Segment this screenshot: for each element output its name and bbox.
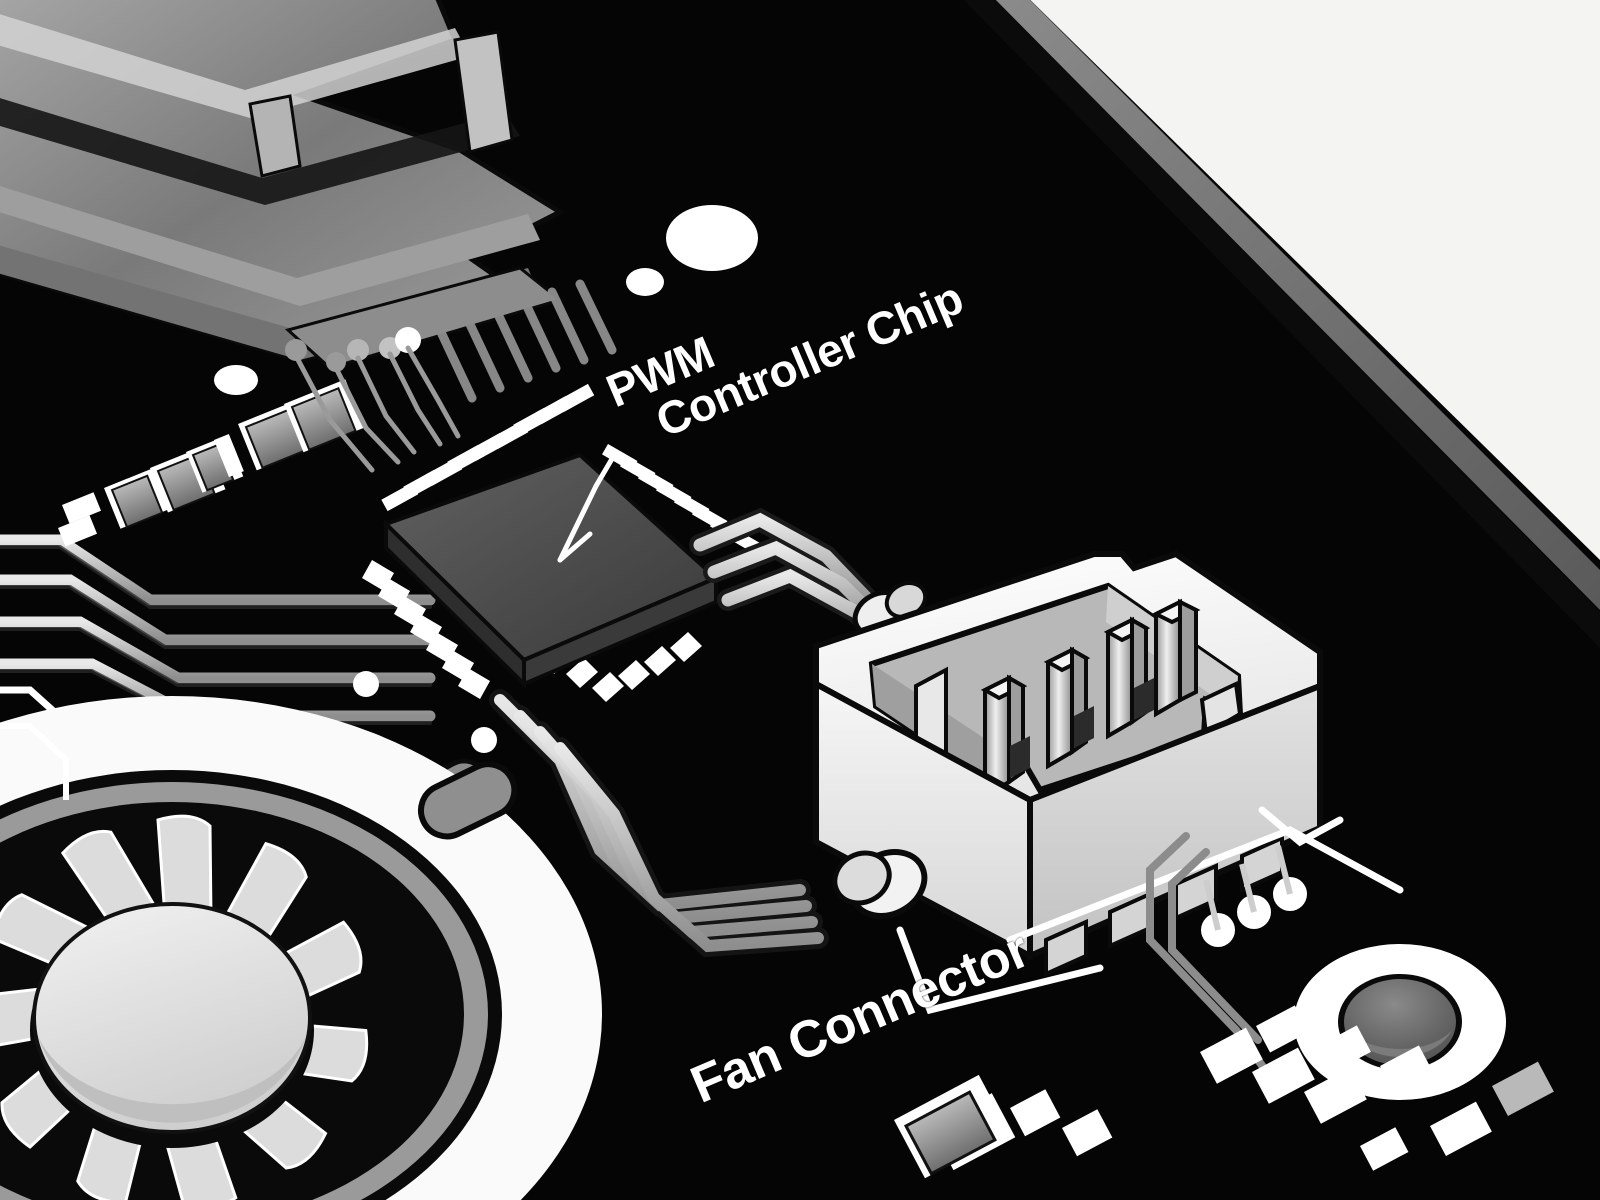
chip-leads-bottom-left [362, 560, 490, 699]
smd-component [103, 467, 171, 529]
smd-pad [57, 515, 98, 547]
pwm-leader-line [557, 449, 619, 563]
via [347, 339, 369, 361]
trace-group-top [435, 279, 617, 403]
via [214, 365, 258, 395]
connector-pin-slots [1010, 678, 1154, 778]
trace-outline-fan [0, 723, 69, 800]
via-group-right [1201, 845, 1307, 947]
smd-pad-cluster-bottom-center [894, 1074, 1113, 1179]
smd-pad [62, 492, 102, 524]
trace-group-chip-top [293, 345, 461, 473]
fan-connector-leader-line [896, 926, 1104, 1015]
smd-component-row [57, 379, 365, 547]
cavity-rib [1199, 681, 1243, 738]
board-edge-bevel [995, 0, 1600, 610]
smd-pad [213, 434, 244, 478]
chip-leads-top-left [381, 383, 595, 512]
cable-grommet-lower [832, 849, 928, 919]
shield-plate [0, 0, 566, 370]
connector-pin-1 [980, 674, 1028, 800]
trace-group-left [0, 534, 436, 725]
via-large [666, 205, 758, 271]
board-white-trace-right [1006, 806, 1404, 944]
connector-pin-3 [1103, 616, 1151, 740]
via [326, 352, 346, 372]
via [626, 268, 664, 296]
via [353, 671, 379, 697]
via [395, 327, 421, 353]
via [285, 339, 307, 361]
fan-connector [813, 550, 1323, 978]
pwm-controller-chip [362, 383, 764, 702]
smd-pad-cluster-bottom-right [1200, 1005, 1554, 1171]
chip-body-right [522, 574, 718, 688]
via [471, 727, 497, 753]
fan-hub [32, 902, 312, 1134]
signal-trace-bundle-lower [489, 689, 829, 958]
smd-component [894, 1074, 1010, 1179]
connector-solder-legs [1044, 834, 1284, 978]
via-group-top [214, 205, 758, 753]
fan-mount-tab [418, 761, 518, 840]
connector-pin-4 [1151, 598, 1201, 718]
